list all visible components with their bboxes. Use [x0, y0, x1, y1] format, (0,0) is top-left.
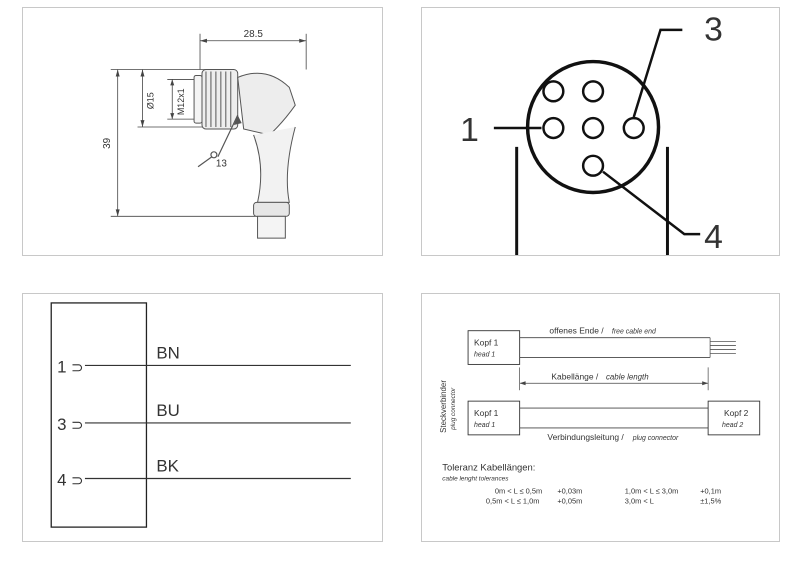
connector-face [515, 59, 669, 255]
tolerance-title-de: Toleranz Kabellängen: [442, 462, 535, 473]
pin-symbol: ⊃ [71, 360, 83, 376]
side-label-en: plug connector [450, 387, 457, 431]
connector-box [50, 302, 148, 528]
wrench-size-label: 13 [216, 159, 228, 170]
thread-dimension: M12x1 [176, 88, 186, 115]
tol-value: +0,1m [700, 486, 721, 495]
tolerance-table: 0m < L ≤ 0,5m +0,03m 0,5m < L ≤ 1,0m +0,… [486, 486, 722, 505]
wiring-diagram-panel: 1 ⊃ BN 3 ⊃ BU 4 ⊃ BK [22, 293, 383, 542]
head1b-label-en: head 1 [474, 422, 495, 429]
cable-info-diagram: Steckverbinder plug connector Kopf 1 hea… [439, 326, 761, 505]
pin-number: 1 [57, 357, 66, 376]
cable-info-panel: Steckverbinder plug connector Kopf 1 hea… [421, 293, 780, 542]
head1-label-de: Kopf 1 [474, 338, 499, 348]
tolerance-title-en: cable lenght tolerances [442, 475, 509, 482]
diameter-dimension: Ø15 [145, 92, 155, 109]
pin-face-panel: 1 3 4 [421, 7, 780, 256]
tol-range: 1,0m < L ≤ 3,0m [625, 486, 679, 495]
pin-label-3: 3 [704, 11, 723, 49]
wire-row-3: 3 ⊃ BU [57, 401, 351, 434]
pin-number: 3 [57, 415, 66, 434]
head2-label-de: Kopf 2 [724, 408, 749, 418]
connect-label-de: Verbindungsleitung / [547, 432, 624, 442]
pin-number: 4 [57, 470, 66, 489]
side-label-de: Steckverbinder [439, 380, 448, 433]
head2-box [707, 400, 761, 436]
pin-label-4: 4 [704, 218, 723, 255]
free-cable-end [709, 337, 736, 358]
wire-color-label: BK [156, 457, 179, 476]
leader-pin-4 [602, 170, 701, 236]
dimension-drawing-panel: 28.5 39 Ø15 M12x1 [22, 7, 383, 256]
head1-box-bottom [467, 400, 521, 436]
tol-range: 3,0m < L [625, 496, 654, 505]
tol-range: 0,5m < L ≤ 1,0m [486, 496, 540, 505]
height-dimension: 39 [102, 137, 113, 149]
connector-body [193, 69, 296, 239]
wrench-icon [197, 114, 242, 168]
head1-box-top [467, 330, 521, 365]
pin-symbol: ⊃ [71, 418, 83, 434]
head1-label-en: head 1 [474, 351, 495, 358]
tol-value: ±1,5% [700, 496, 721, 505]
pin-label-1: 1 [460, 111, 479, 149]
wire-row-1: 1 ⊃ BN [57, 343, 351, 376]
free-end-label-de: offenes Ende / [549, 326, 604, 336]
head1b-label-de: Kopf 1 [474, 408, 499, 418]
head2-label-en: head 2 [722, 422, 743, 429]
pin-symbol: ⊃ [71, 473, 83, 489]
wire-color-label: BN [156, 343, 179, 362]
connect-label-en: plug connector [632, 435, 679, 442]
tol-range: 0m < L ≤ 0,5m [495, 486, 542, 495]
wiring-diagram: 1 ⊃ BN 3 ⊃ BU 4 ⊃ BK [50, 302, 351, 528]
leader-pin-3 [632, 28, 683, 118]
free-end-label-en: free cable end [612, 329, 657, 336]
width-dimension: 28.5 [244, 29, 264, 40]
tol-value: +0,05m [557, 496, 582, 505]
cable-length-label-en: cable length [606, 372, 649, 381]
dimension-drawing: 28.5 39 Ø15 M12x1 [102, 29, 307, 239]
pin-face-diagram: 1 3 4 [460, 11, 723, 255]
cable-length-label-de: Kabellänge / [551, 371, 598, 381]
wire-color-label: BU [156, 401, 179, 420]
tol-value: +0,03m [557, 486, 582, 495]
wire-row-4: 4 ⊃ BK [57, 457, 351, 489]
